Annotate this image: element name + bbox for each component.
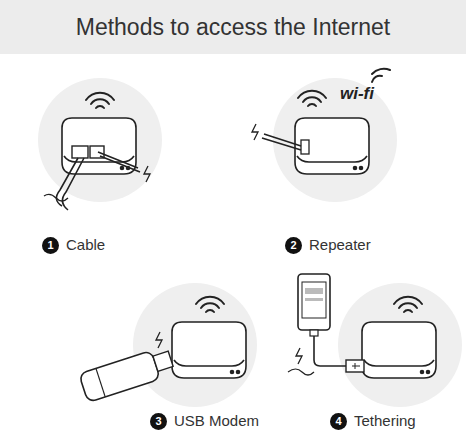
callout-number: 4: [330, 413, 347, 430]
title-text: Methods to access the Internet: [0, 14, 466, 41]
method-label: Cable: [66, 236, 105, 253]
callout-number: 3: [150, 413, 167, 430]
wifi-logo-text: wi-fi: [340, 84, 374, 104]
callout-number: 2: [285, 237, 302, 254]
method-label: USB Modem: [174, 412, 259, 429]
method-label: Tethering: [354, 412, 416, 429]
callout-number: 1: [42, 237, 59, 254]
method-label: Repeater: [309, 236, 371, 253]
